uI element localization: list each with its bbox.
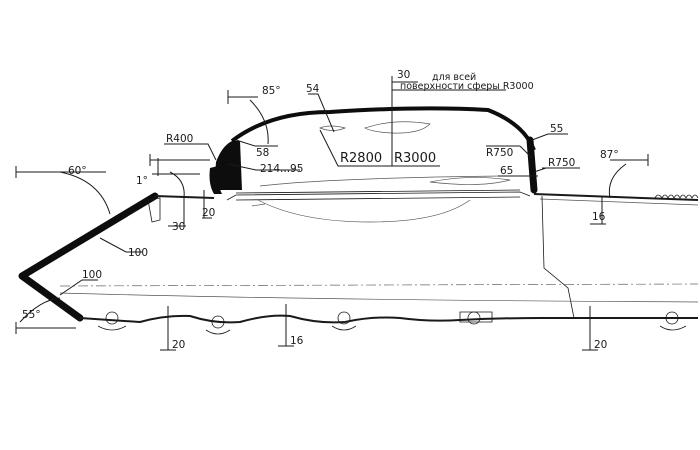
deck-structure [147,121,699,319]
turret-dome [230,106,536,151]
belly-plate [79,314,698,324]
dimension-labels: 60° 55° 100 100 1° 30 20 R400 85° 54 58 … [22,69,619,351]
vision-ellipse [319,125,347,131]
dim-20-deck-label: 20 [202,207,215,219]
dim-58-label: 58 [256,147,269,159]
angle-85-label: 85° [262,85,281,97]
turret-front-block [214,141,242,190]
note-line-2: поверхности сферы R3000 [400,81,534,92]
dim-55-label: 55 [550,123,563,135]
centerline-upper [59,283,699,287]
r2800-label: R2800 [340,151,382,166]
dome-inner-line [259,175,501,187]
hull-armor [18,106,538,322]
dim-30-top-label: 30 [397,69,410,81]
dim-100-glacis-label: 100 [128,247,148,259]
basket-arc [257,199,471,223]
dim-214-95-label: 214...95 [260,163,303,175]
ring-base-upper [235,189,521,194]
sponson-line [59,292,699,303]
dim-30-label: 30 [172,221,185,233]
basket-arc-inner [251,203,266,207]
suspension-units [97,311,687,335]
angle-1-label: 1° [136,175,148,187]
angle-87-label: 87° [600,149,619,161]
dim-16-rear-label: 16 [592,211,606,223]
rear-stowage [654,194,699,199]
dimension-lines [15,76,649,351]
hull-belly [59,283,699,335]
dim-20-bottom-a-label: 20 [172,339,185,351]
angle-60-label: 60° [68,165,87,177]
r3000-label: R3000 [394,151,436,166]
hatch-ellipse [364,121,431,134]
dim-65-label: 65 [500,165,513,177]
angle-55-label: 55° [22,309,41,321]
rear-dome-ellipse [429,177,511,185]
dim-16-bottom-label: 16 [290,335,304,347]
dim-100-lower-label: 100 [82,269,102,281]
rear-deck-inner [539,198,699,206]
r400-label: R400 [166,133,193,145]
dim-54-label: 54 [306,83,320,95]
note-line-1: для всей [432,72,476,83]
r750-b-label: R750 [548,157,575,169]
front-armor-plates [18,192,159,322]
r400-fillet [209,166,222,194]
ring-base-lower [235,196,521,201]
turret-ring-segment [226,191,531,201]
dim-20-bottom-b-label: 20 [594,339,607,351]
rear-deck-line [533,193,699,201]
turret-rear-armor [526,136,538,194]
rear-hanger [541,195,575,319]
front-hatch [147,197,161,223]
r750-a-label: R750 [486,147,513,159]
